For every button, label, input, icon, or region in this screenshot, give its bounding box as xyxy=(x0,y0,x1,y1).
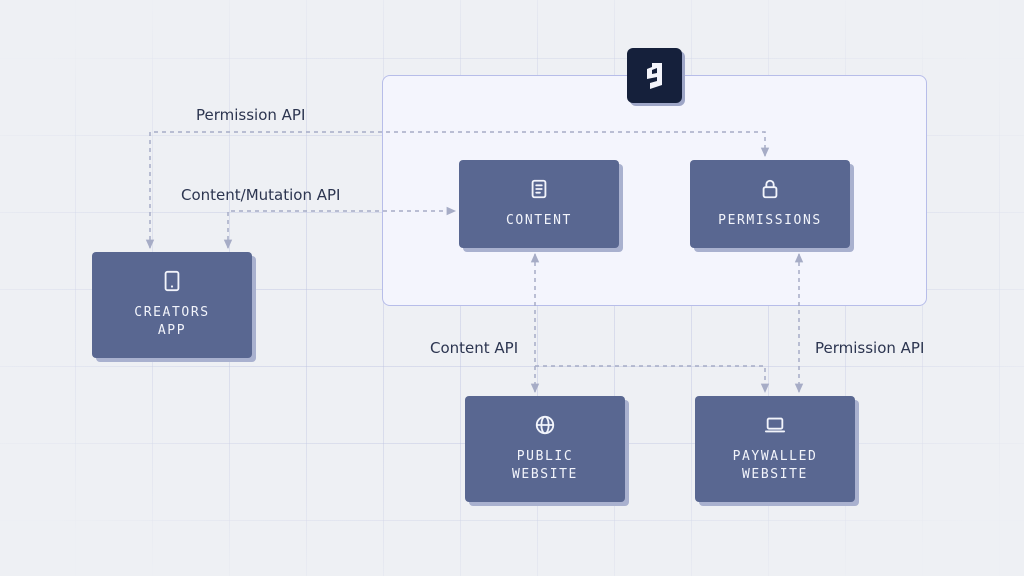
permission-api-label: Permission API xyxy=(196,106,306,124)
content-mutation-api-label: Content/Mutation API xyxy=(181,186,341,204)
hygraph-logo-icon xyxy=(646,62,662,89)
creators-app-node: CREATORS APP xyxy=(92,252,252,358)
content-label: CONTENT xyxy=(506,213,572,228)
document-icon xyxy=(531,179,547,199)
globe-icon xyxy=(535,415,555,435)
content-mutation-api-connector xyxy=(223,206,457,250)
creators-app-label: CREATORS APP xyxy=(134,305,210,338)
lock-icon xyxy=(762,179,778,199)
hygraph-logo-badge xyxy=(627,48,682,103)
permission-api-bottom-label: Permission API xyxy=(815,339,925,357)
permissions-node: PERMISSIONS xyxy=(690,160,850,248)
permission-api-connector xyxy=(145,131,770,250)
permissions-label: PERMISSIONS xyxy=(718,213,822,228)
content-api-label: Content API xyxy=(430,339,519,357)
paywalled-website-node: PAYWALLED WEBSITE xyxy=(695,396,855,502)
content-node: CONTENT xyxy=(459,160,619,248)
tablet-icon xyxy=(164,270,180,292)
public-website-node: PUBLIC WEBSITE xyxy=(465,396,625,502)
content-to-paywalled-connector xyxy=(535,365,770,394)
laptop-icon xyxy=(764,417,786,433)
public-website-label: PUBLIC WEBSITE xyxy=(512,449,578,482)
paywalled-website-label: PAYWALLED WEBSITE xyxy=(732,449,818,482)
